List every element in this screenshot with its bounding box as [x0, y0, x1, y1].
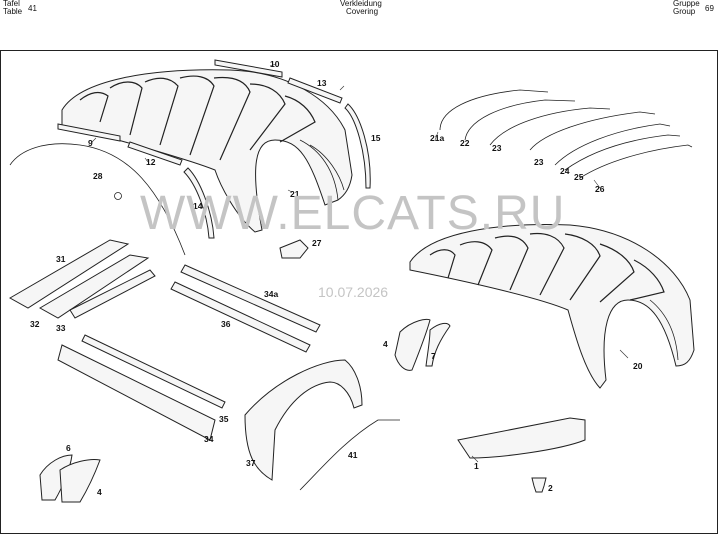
callout-22: 22	[460, 138, 470, 148]
header-center-en: Covering	[346, 7, 379, 16]
strip-9	[57, 123, 121, 142]
header-left-de: Tafel	[3, 0, 20, 8]
callout-36: 36	[221, 319, 231, 329]
header-right-de: Gruppe	[673, 0, 700, 8]
callout-23a: 23	[492, 143, 502, 153]
callout-25: 25	[574, 172, 584, 182]
panel-33	[69, 269, 156, 319]
callout-34a: 34a	[264, 289, 278, 299]
callout-32: 32	[30, 319, 40, 329]
arch-cover-37	[244, 359, 363, 481]
callout-14: 14	[193, 201, 203, 211]
strip-34a	[180, 264, 321, 333]
strip-15	[344, 103, 371, 189]
callout-33: 33	[56, 323, 66, 333]
header-left-num: 41	[28, 4, 37, 13]
callout-13: 13	[317, 78, 327, 88]
clip-27	[279, 239, 309, 259]
watermark-brand: WWW.ELCATS.RU	[140, 187, 566, 240]
callout-10: 10	[270, 59, 280, 69]
roof-bows	[439, 89, 693, 179]
grommet-28	[114, 192, 122, 200]
panel-32	[38, 254, 150, 319]
callout-37: 37	[246, 458, 256, 468]
watermark-date: 10.07.2026	[318, 284, 389, 300]
callout-21a: 21a	[430, 133, 444, 143]
callout-35: 35	[219, 414, 229, 424]
strip-12	[127, 141, 183, 166]
callout-6: 6	[66, 443, 71, 453]
panel-34	[57, 344, 216, 441]
drawing-frame	[0, 50, 718, 534]
callout-41: 41	[348, 450, 358, 460]
callout-2: 2	[548, 483, 553, 493]
header-left-en: Table	[3, 7, 23, 16]
callout-21: 21	[290, 189, 300, 199]
callout-15: 15	[371, 133, 381, 143]
panel-31	[8, 239, 130, 309]
wire-41	[299, 419, 400, 491]
callout-23b: 23	[534, 157, 544, 167]
seal-28	[9, 143, 186, 256]
callout-4-left: 4	[97, 487, 102, 497]
header-center-de: Verkleidung	[340, 0, 382, 8]
callout-34: 34	[204, 434, 214, 444]
callout-27: 27	[312, 238, 322, 248]
callout-31: 31	[56, 254, 66, 264]
hood-cover-21	[61, 69, 353, 233]
callout-24: 24	[560, 166, 570, 176]
callout-1: 1	[474, 461, 479, 471]
callout-4-right: 4	[383, 339, 388, 349]
strip-10	[214, 59, 283, 78]
trim-4-right	[394, 318, 431, 371]
trim-7	[425, 322, 451, 367]
header-right-num: 69	[705, 4, 714, 13]
trim-4-left	[59, 459, 101, 503]
header-right-en: Group	[673, 7, 696, 16]
tray-1	[457, 417, 586, 459]
strip-13	[287, 77, 343, 104]
callout-12: 12	[146, 157, 156, 167]
callout-20: 20	[633, 361, 643, 371]
hood-cover-20	[409, 224, 695, 389]
callout-9: 9	[88, 138, 93, 148]
callout-26: 26	[595, 184, 605, 194]
callout-28: 28	[93, 171, 103, 181]
trim-6	[39, 454, 73, 501]
callout-7: 7	[431, 351, 436, 361]
knob-2	[531, 477, 547, 493]
strip-35	[81, 334, 226, 409]
strip-36	[170, 281, 311, 353]
strip-14	[183, 167, 215, 239]
